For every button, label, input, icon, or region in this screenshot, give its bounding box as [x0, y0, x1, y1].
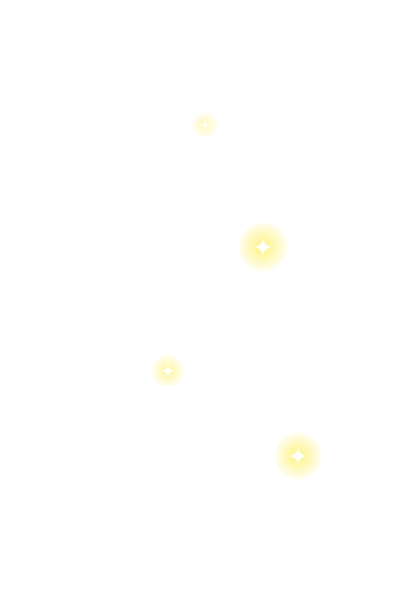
four-point-star-icon — [200, 120, 210, 130]
sparkle-large-upper-right — [239, 223, 287, 271]
four-point-star-icon — [254, 238, 272, 256]
sparkle-small-top — [192, 112, 218, 138]
sparkle-large-lower-right — [275, 433, 321, 479]
four-point-star-icon — [289, 447, 307, 465]
sparkle-medium-left — [152, 355, 184, 387]
four-point-star-icon — [161, 364, 175, 378]
